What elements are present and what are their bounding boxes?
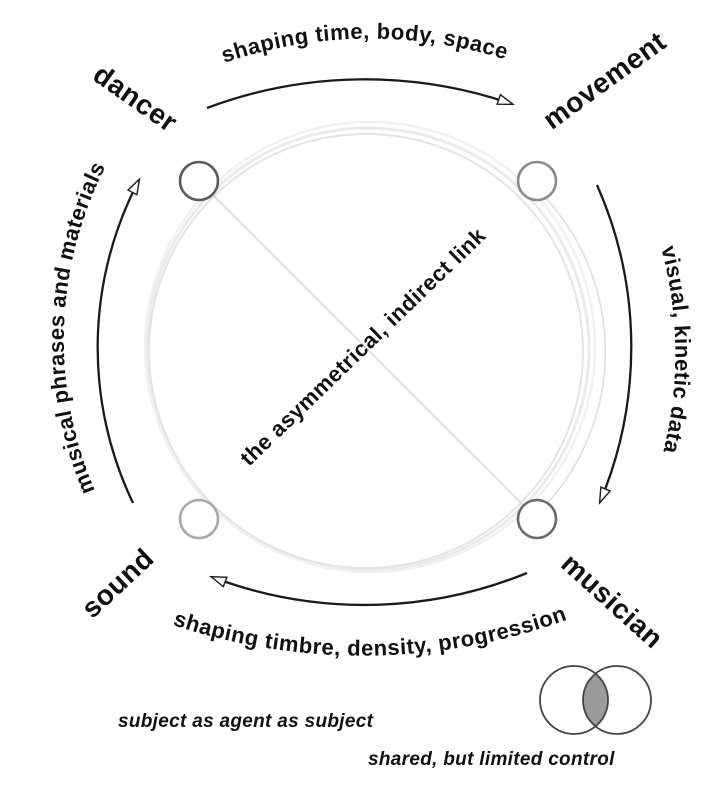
arrow-musician-to-sound <box>212 571 528 607</box>
cycle-arrows <box>96 78 633 607</box>
venn-overlap-region <box>583 673 608 727</box>
venn-circle-right <box>582 665 652 735</box>
arc-label-left: musical phrases and materials <box>44 157 110 498</box>
venn-diagram <box>539 665 652 735</box>
arc-label-bottom-text: shaping timbre, density, progression <box>171 601 569 661</box>
node-circle-movement <box>516 160 558 202</box>
node-circle-dancer <box>178 160 220 202</box>
arc-label-bottom: shaping timbre, density, progression <box>171 601 570 661</box>
main-cycle-circle <box>143 120 607 574</box>
node-label-sound: sound <box>75 542 159 624</box>
arrow-movement-to-musician <box>595 184 633 502</box>
venn-circle-left <box>539 665 609 735</box>
node-label-musician: musician <box>555 547 669 654</box>
sketch-circle-2 <box>143 120 597 574</box>
node-label-dancer: dancer <box>88 58 183 138</box>
sketch-circle-3 <box>148 133 584 569</box>
node-circle-musician <box>516 498 558 540</box>
arrow-sound-to-dancer <box>96 180 139 504</box>
caption-shared-control: shared, but limited control <box>368 749 615 770</box>
arc-label-top: shaping time, body, space <box>218 19 512 68</box>
sketch-circle-streak <box>543 195 607 506</box>
arc-label-top-text: shaping time, body, space <box>218 19 511 68</box>
sketch-circle-1 <box>145 126 591 572</box>
arrow-dancer-to-movement <box>206 78 512 110</box>
arc-label-right-text: visual, kinetic data <box>656 243 695 457</box>
node-label-movement: movement <box>537 25 672 135</box>
asymmetrical-link-line <box>198 180 538 520</box>
node-circle-sound <box>178 498 220 540</box>
arc-label-left-text: musical phrases and materials <box>44 157 110 498</box>
arc-label-right: visual, kinetic data <box>656 243 695 457</box>
caption-subject-agent: subject as agent as subject <box>118 711 374 732</box>
